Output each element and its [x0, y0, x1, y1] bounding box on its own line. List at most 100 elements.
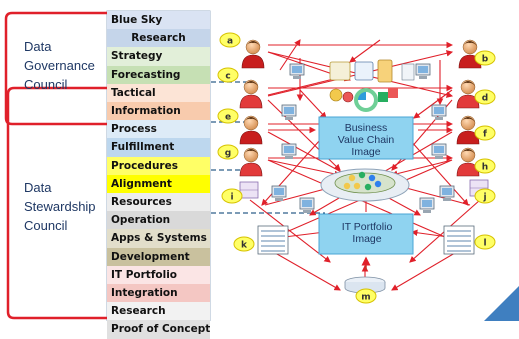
- it-portfolio-box: [318, 213, 414, 255]
- computer-icon-9: [419, 197, 435, 213]
- person-icon-right-3-hair: [461, 117, 475, 122]
- badge-j: j: [474, 188, 496, 204]
- person-icon-left-1-head: [245, 39, 261, 55]
- person-icon-left-1-body: [241, 54, 265, 69]
- computer-icon-7-stand: [435, 117, 443, 120]
- band-resources: Resources: [107, 193, 210, 212]
- band-blue-sky: Blue Sky: [107, 11, 210, 30]
- chart-ring: [354, 88, 378, 112]
- badge-oval-g: [217, 144, 239, 160]
- stewardship-council-label: Data Stewardship Council: [24, 180, 96, 233]
- badge-i: i: [221, 188, 243, 204]
- computer-icon-10: [439, 185, 455, 201]
- badge-label-i: i: [230, 193, 233, 203]
- badge-label-j: j: [482, 193, 486, 203]
- band-proof-of-concept: Proof of Concept: [107, 320, 210, 339]
- person-icon-left-4-head: [243, 147, 259, 163]
- person-icon-left-4-body: [239, 162, 263, 177]
- band-procedures: Procedures: [107, 156, 210, 176]
- computer-icon-7-screen: [434, 107, 444, 114]
- badge-f: f: [474, 125, 496, 141]
- disk-icon: [401, 63, 415, 81]
- computer-icon-3-stand: [285, 156, 293, 159]
- hub-node-7: [343, 182, 351, 190]
- flow-arrow-11: [267, 159, 342, 178]
- computer-icon-6: [415, 63, 431, 79]
- computer-icon-10-stand: [443, 198, 451, 201]
- computer-icon-2: [281, 104, 297, 120]
- badge-oval-m: [355, 288, 377, 304]
- band-process: Process: [107, 120, 210, 140]
- badge-oval-k: [233, 236, 255, 252]
- stewardship-bracket: [6, 86, 107, 320]
- hub-node-3: [368, 174, 376, 182]
- badge-l: l: [474, 234, 496, 250]
- badge-oval-l: [474, 234, 496, 250]
- badge-oval-d: [474, 89, 496, 105]
- document-screenshot-left: [257, 225, 289, 255]
- badge-g: g: [217, 144, 239, 160]
- badge-oval-f: [474, 125, 496, 141]
- business-value-chain-box: [318, 116, 414, 160]
- badge-m: m: [355, 288, 377, 304]
- band-apps-systems: Apps & Systems: [107, 229, 210, 249]
- hub-node-5: [364, 183, 372, 191]
- flow-arrow-35: [409, 139, 469, 206]
- badge-c: c: [217, 67, 239, 83]
- business-icon-cluster: [329, 59, 415, 112]
- governance-council-label: Data Governance Council: [24, 39, 95, 92]
- computer-icon-1-stand: [293, 76, 301, 79]
- badge-oval-b: [474, 50, 496, 66]
- badge-label-m: m: [361, 293, 370, 303]
- badge-a: a: [219, 32, 241, 48]
- computer-icon-1: [289, 63, 305, 79]
- badge-label-e: e: [225, 113, 231, 123]
- person-icon-left-2-hair: [244, 81, 258, 86]
- person-icon-left-3-body: [239, 130, 263, 145]
- person-icon-right-2-head: [460, 79, 476, 95]
- grid-icon: [354, 61, 374, 81]
- computer-icon-2-screen: [284, 107, 294, 114]
- computer-icon-5-stand: [275, 198, 283, 201]
- person-icon-left-2-body: [239, 94, 263, 109]
- badge-label-h: h: [482, 163, 488, 173]
- badge-label-c: c: [225, 72, 230, 82]
- computer-icon-3: [281, 143, 297, 159]
- calendar-icon: [329, 61, 351, 81]
- badge-label-f: f: [483, 130, 487, 140]
- hub-node-4: [353, 182, 361, 190]
- flow-arrow-28: [299, 89, 327, 119]
- database-icon: [344, 276, 386, 294]
- person-icon-left-3: [239, 115, 263, 145]
- chart-icon: [356, 90, 366, 100]
- computer-icon-4-stand: [303, 210, 311, 213]
- badge-oval-j: [474, 188, 496, 204]
- computer-icon-4-screen: [302, 200, 312, 207]
- flow-arrow-29: [413, 89, 453, 119]
- band-fulfillment: Fulfillment: [107, 138, 210, 158]
- computer-icon-2-stand: [285, 117, 293, 120]
- hub-node-6: [374, 180, 382, 188]
- person-icon-right-2-hair: [461, 81, 475, 86]
- network-icon: [320, 168, 410, 202]
- flow-arrow-23: [269, 249, 341, 291]
- band-research: Research: [107, 29, 210, 49]
- badge-label-d: d: [482, 94, 488, 104]
- badge-d: d: [474, 89, 496, 105]
- band-information: Information: [107, 102, 210, 121]
- computer-icon-8-stand: [435, 156, 443, 159]
- person-icon-left-1: [241, 39, 265, 69]
- computer-icon-6-screen: [418, 66, 428, 73]
- band-forecasting: Forecasting: [107, 65, 210, 85]
- badge-oval-i: [221, 188, 243, 204]
- person-icon-left-1-hair: [246, 41, 260, 46]
- person-icon-right-3-head: [460, 115, 476, 131]
- document-screenshot-right: [443, 225, 475, 255]
- band-integration: Integration: [107, 284, 210, 303]
- band-alignment: Alignment: [107, 174, 210, 194]
- person-icon-right-1-hair: [463, 41, 477, 46]
- person-icon-right-4-head: [460, 147, 476, 163]
- badge-oval-c: [217, 67, 239, 83]
